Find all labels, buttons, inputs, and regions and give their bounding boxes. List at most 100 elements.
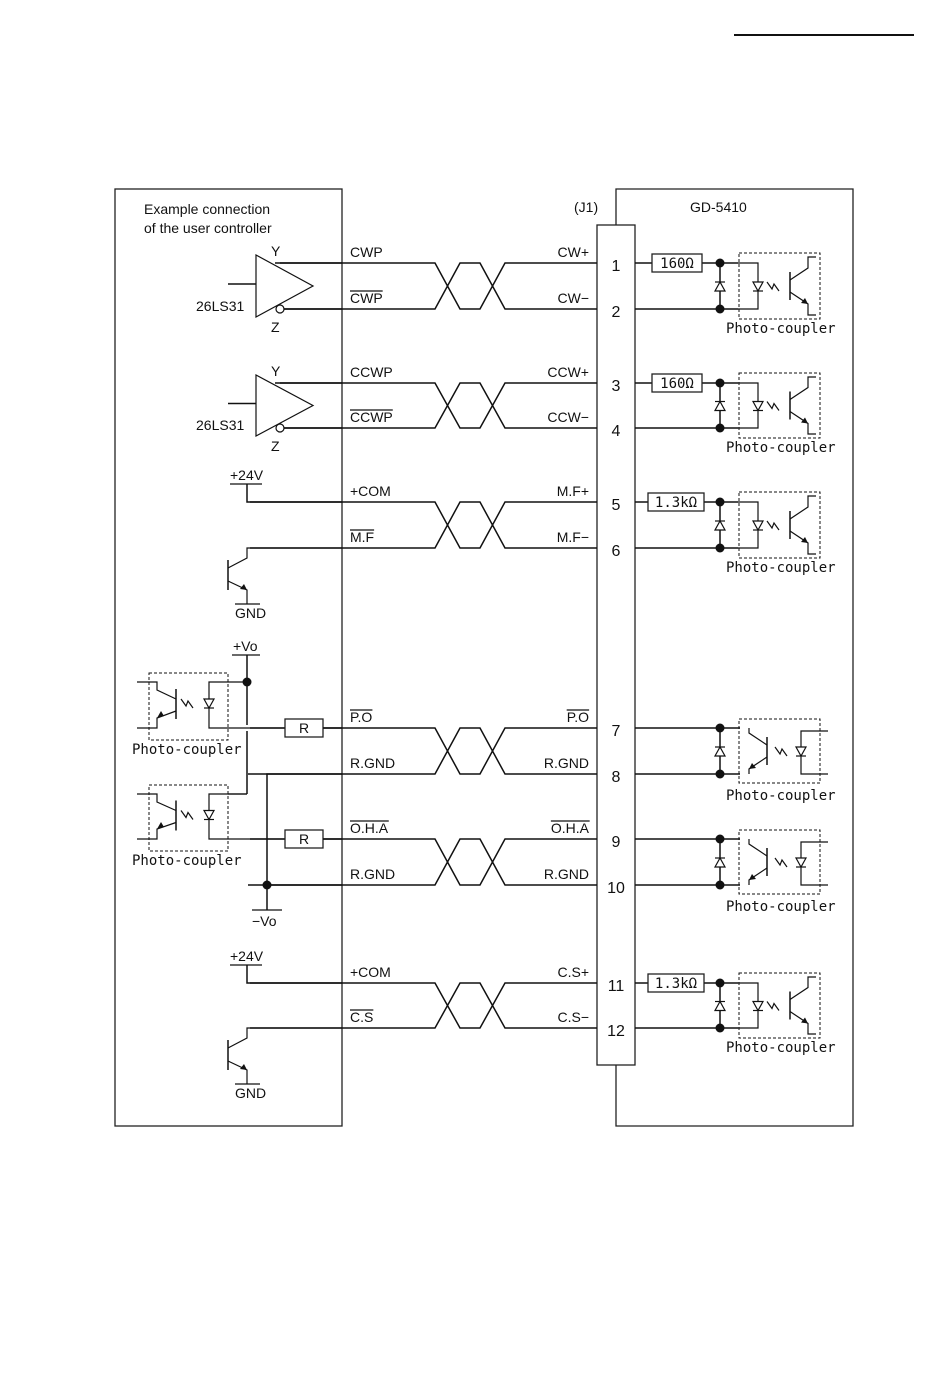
diode-icon (794, 746, 808, 758)
signal-label-device: C.S+ (557, 964, 589, 980)
photocoupler-outline (148, 672, 229, 741)
signal-label-controller: P.O (350, 709, 372, 725)
input-photocoupler-circuit: 1.3kΩ Photo-coupler (647, 972, 836, 1056)
led-wire (800, 841, 828, 886)
supply-24v-label: +24V (230, 467, 264, 483)
signal-label-controller: CWP (350, 244, 383, 260)
twisted-pair-wire-b (248, 727, 597, 775)
photocoupler-outline (738, 372, 821, 439)
diode-icon (751, 281, 765, 293)
transistor-collector (748, 839, 768, 857)
line-driver-icon (255, 253, 315, 319)
emitter-arrow (240, 584, 247, 590)
signal-label-device: CW+ (558, 244, 590, 260)
diode-icon (713, 400, 727, 412)
twisted-pair-wire-a (248, 838, 597, 886)
twisted-pair-wire-b (248, 982, 597, 1029)
transistor-collector (748, 728, 768, 746)
open-collector-output: +24V GND (227, 467, 342, 621)
emitter-arrow (749, 874, 756, 880)
junction-dot (715, 1023, 725, 1033)
controller-title-line2: of the user controller (144, 220, 272, 236)
signal-label-device: CW− (558, 290, 590, 306)
signal-label-controller: M.F (350, 529, 374, 545)
photocoupler-label: Photo-coupler (132, 742, 242, 758)
light-arrow-icon (180, 810, 194, 820)
gnd-label: GND (235, 605, 266, 621)
photocoupler-label: Photo-coupler (726, 1040, 836, 1056)
j1-connector (596, 224, 636, 1066)
pin-number: 5 (612, 497, 621, 514)
photocoupler-outline (738, 972, 821, 1039)
pin-number: 4 (612, 423, 621, 440)
emitter-arrow (801, 537, 808, 543)
emitter-arrow (157, 822, 164, 829)
junction-dot (262, 880, 272, 890)
junction-dot (715, 834, 725, 844)
junction-dot (715, 258, 725, 268)
resistor (647, 973, 705, 993)
driver-ic-label: 26LS31 (196, 298, 244, 314)
light-arrow-icon (766, 1001, 780, 1011)
emitter-arrow (157, 711, 164, 718)
signal-label-device: O.H.A (551, 820, 590, 836)
transistor-emitter (789, 530, 816, 555)
pin-number: 7 (612, 723, 621, 740)
signal-label-device: P.O (567, 709, 589, 725)
diode-icon (751, 1000, 765, 1012)
diode-icon (713, 280, 727, 292)
resistor-label: R (299, 831, 309, 847)
photocoupler-outline (738, 829, 821, 895)
driver-y-label: Y (271, 243, 281, 259)
output-photocoupler-circuit: Photo-coupler (713, 718, 836, 804)
diode-icon (713, 519, 727, 531)
pin-number: 10 (607, 880, 625, 897)
transistor-collector (227, 547, 342, 569)
light-arrow-icon (766, 520, 780, 531)
light-arrow-icon (766, 281, 780, 292)
junction-dot (715, 304, 725, 314)
diode-icon (713, 745, 727, 757)
photocoupler-label: Photo-coupler (132, 853, 242, 869)
twisted-pair-wire-b (248, 838, 597, 886)
gnd-label: GND (235, 1085, 266, 1101)
transistor-emitter (137, 821, 177, 840)
emitter-arrow (801, 1017, 808, 1024)
controller-title-line1: Example connection (144, 201, 270, 217)
photocoupler-outline (148, 784, 229, 852)
junction-dot (715, 378, 725, 388)
transistor-collector (789, 256, 816, 281)
driver-ic-label: 26LS31 (196, 417, 244, 433)
twisted-pair-wire-b (248, 382, 597, 429)
pin-number: 8 (612, 769, 621, 786)
junction-dot (715, 423, 725, 433)
pin-number: 2 (612, 304, 621, 321)
resistor-value: 160Ω (660, 256, 694, 272)
twisted-pair-wire-a (248, 727, 597, 775)
junction-dot (715, 880, 725, 890)
resistor (651, 253, 703, 273)
resistor-value: 1.3kΩ (655, 976, 697, 992)
pin-number: 3 (612, 378, 621, 395)
diode-icon (794, 857, 808, 869)
resistor (647, 492, 705, 512)
photocoupler-outline (738, 491, 821, 559)
transistor-collector (137, 793, 177, 812)
bg (240, 980, 250, 1031)
twisted-pair-wire-b (248, 501, 597, 549)
twisted-pair-wire-a (248, 982, 597, 1029)
bg (240, 499, 250, 551)
junction-dot (715, 769, 725, 779)
controller-photocoupler-circuit: Photo-coupler R (132, 784, 342, 869)
signal-label-device: CCW− (547, 409, 589, 425)
signal-label-device: CCW+ (547, 364, 589, 380)
photocoupler-outline (738, 252, 821, 320)
junction-dot (715, 497, 725, 507)
twisted-pair-wire-a (248, 501, 597, 549)
signal-label-device: M.F− (557, 529, 589, 545)
